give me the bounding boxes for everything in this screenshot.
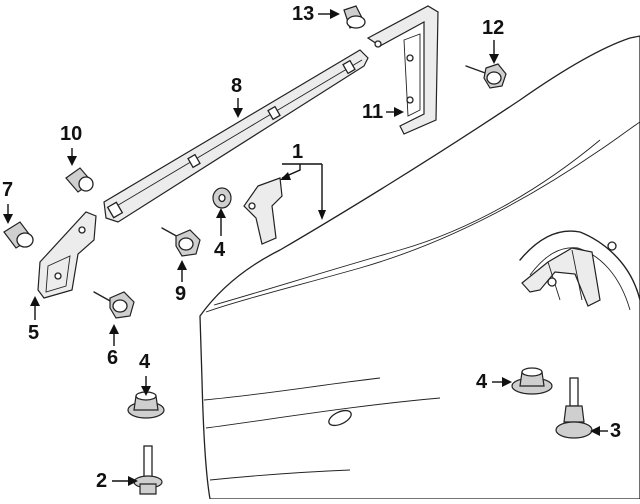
callout-8: 8 — [231, 75, 243, 97]
part-3-stud — [555, 377, 593, 439]
callout-4-right: 4 — [476, 371, 488, 393]
callout-3: 3 — [610, 420, 622, 442]
part-9-bolt — [161, 227, 201, 257]
part-8-rail — [103, 49, 369, 223]
callout-7: 7 — [2, 179, 14, 201]
callout-1: 1 — [292, 141, 304, 163]
part-1-bracket — [243, 177, 283, 245]
part-11-bracket — [366, 5, 439, 135]
callout-2: 2 — [96, 470, 108, 492]
part-6-bolt — [93, 291, 135, 319]
callout-13: 13 — [292, 3, 315, 25]
callout-12: 12 — [482, 17, 505, 39]
callout-4-lower: 4 — [139, 351, 151, 373]
part-4-washer — [212, 187, 232, 209]
callout-5: 5 — [28, 322, 40, 344]
callout-10: 10 — [60, 123, 83, 145]
part-2-stud — [133, 445, 163, 495]
part-12-bolt — [465, 63, 507, 89]
part-4-nut-left — [127, 391, 165, 419]
part-5-bracket — [37, 211, 97, 299]
callout-11: 11 — [362, 101, 384, 123]
callout-6: 6 — [107, 347, 119, 369]
part-10-clip — [65, 167, 94, 193]
part-4-nut-right — [511, 367, 553, 395]
part-13-clip — [343, 5, 366, 29]
callout-9: 9 — [175, 283, 187, 305]
callout-4-upper: 4 — [214, 239, 226, 261]
part-7-clip — [3, 221, 34, 249]
callout-pointers — [3, 9, 608, 486]
